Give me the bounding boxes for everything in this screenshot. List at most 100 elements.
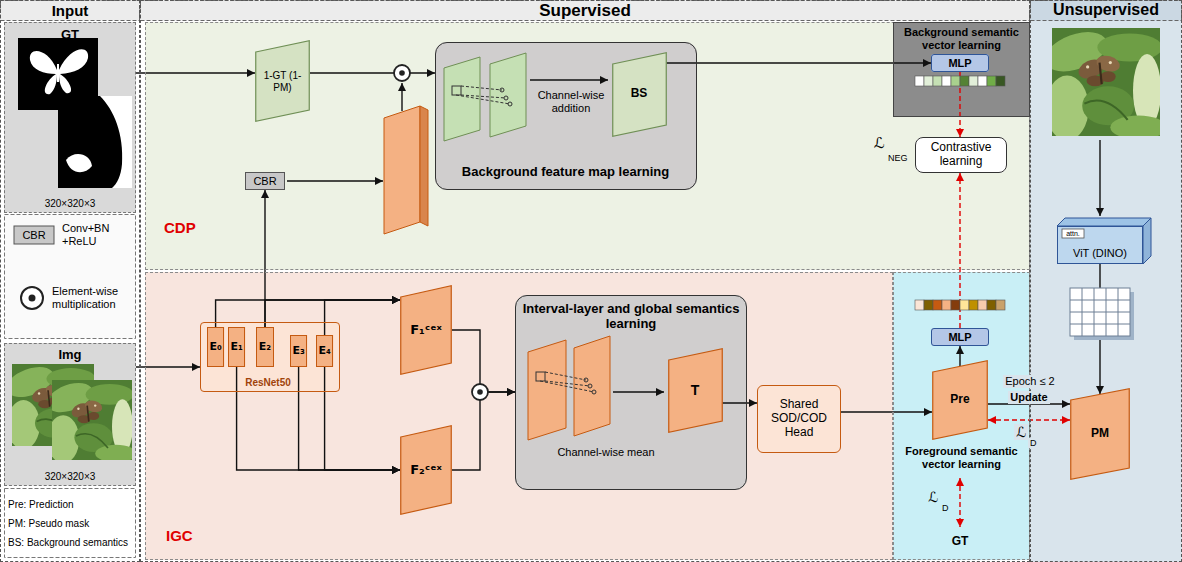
flow-arrow — [959, 346, 960, 366]
feature-map-text: PM — [1091, 427, 1109, 441]
feature-slab — [384, 106, 428, 234]
vector-panel: Foreground semantic vector learning MLP Pr… — [893, 272, 1030, 560]
loss-box: Contrastive learning — [915, 137, 1007, 173]
semantic-vector — [996, 76, 1005, 86]
box-fill — [435, 42, 697, 190]
note-text: Epoch ≤ 2 — [1003, 375, 1056, 388]
gt-mask — [59, 49, 88, 93]
multiply-symbol — [472, 384, 488, 400]
igc-region: IGCResNet50E₀E₁E₂E₃E₄F₁ᶜᵉˣF₂ᶜᵉˣInterval-… — [145, 272, 893, 560]
text-slot: Contrastive learning — [916, 138, 1006, 172]
vector-panel-text: Background semantic vector learning — [896, 26, 1027, 51]
feature-map-shape — [401, 426, 452, 515]
text-slot: 1-GT (1-PM) — [259, 70, 306, 95]
loss-symbol: ℒ — [874, 135, 885, 152]
text-slot: 320×320×3 — [5, 466, 135, 484]
mlp-box-text: MLP — [948, 331, 971, 344]
key-text: Pre: Prediction — [8, 499, 74, 511]
loss-arrow — [959, 478, 960, 527]
input-box: Img320×320×3 — [4, 343, 136, 486]
legend-frame — [5, 215, 136, 339]
flow-arrow — [452, 392, 515, 470]
feature-map-shape — [612, 52, 666, 136]
input-panel: InputGT320×320×3Img320×320×3 — [0, 0, 140, 562]
stacked-feature-maps — [444, 57, 480, 141]
gt-mask — [58, 96, 132, 188]
input-panel-text: Input — [52, 2, 89, 19]
feature-map-shape — [668, 348, 722, 432]
stacked-feature-maps — [528, 336, 664, 440]
feature-map-text: BS — [631, 87, 648, 101]
text-slot: E₂ — [257, 328, 273, 366]
backbone-box-text: ResNet50 — [245, 377, 291, 389]
module-box: Interval-layer and global semantics lear… — [515, 295, 747, 490]
attention-grid — [1070, 288, 1130, 336]
vit-block — [1062, 229, 1084, 238]
arrow-line — [401, 83, 402, 111]
multiply-symbol — [399, 70, 405, 76]
box-fill — [145, 22, 1030, 270]
text-slot: ℒ — [928, 488, 944, 506]
stacked-feature-maps — [584, 378, 588, 382]
encoder-block-text: E₄ — [318, 345, 330, 358]
loss-arrow — [960, 478, 961, 527]
text-slot: Foreground semantic vector learning — [897, 445, 1026, 472]
semantic-vector — [951, 76, 960, 86]
feature-map-text: F₂ᶜᵉˣ — [410, 463, 442, 478]
module-tag: attn. — [1066, 229, 1080, 238]
box-fill — [145, 272, 893, 560]
loss-symbol: ℒ — [928, 489, 938, 505]
stacked-feature-maps — [500, 88, 504, 92]
semantic-vector — [960, 76, 969, 86]
semantic-vector — [924, 300, 933, 310]
flow-arrow — [723, 402, 758, 403]
feature-map: F₂ᶜᵉˣ — [400, 425, 452, 515]
flow-arrow — [310, 72, 435, 73]
box-fill — [200, 322, 340, 392]
box-fill — [893, 22, 1030, 117]
module-box-text: Interval-layer and global semantics lear… — [520, 302, 742, 332]
encoder-block: E₂ — [256, 327, 274, 367]
key-frame — [5, 489, 136, 558]
vit-block — [1143, 218, 1151, 264]
feature-map: Pre — [932, 360, 988, 440]
text-slot: CBR — [246, 173, 284, 189]
feature-map-shape — [933, 361, 988, 440]
header-strip — [1, 1, 140, 21]
cdp-region-text: CDP — [164, 219, 196, 236]
text-slot: Epoch ≤ 2 — [994, 371, 1066, 389]
stacked-feature-maps — [540, 372, 594, 392]
mlp-box: MLP — [931, 54, 989, 72]
gt-mask — [57, 64, 59, 82]
stacked-feature-maps — [588, 384, 592, 388]
stacked-feature-maps — [456, 86, 510, 104]
text-slot: Conv+BN +ReLU — [62, 222, 136, 249]
text-slot: NEG — [888, 147, 914, 165]
stacked-feature-maps — [613, 391, 664, 392]
text-slot: GT — [940, 531, 980, 549]
feature-map-text: 1-GT (1-PM) — [259, 70, 306, 93]
feature-map: F₁ᶜᵉˣ — [400, 285, 452, 375]
target-text: GT — [952, 535, 969, 549]
stacked-feature-maps — [574, 336, 610, 436]
semantic-vector — [942, 76, 951, 86]
text-slot: Input — [1, 2, 139, 20]
header-strip — [1, 1, 1182, 21]
flow-arrow — [299, 367, 400, 470]
text-slot: Background feature map learning — [436, 162, 695, 180]
stacked-feature-maps — [452, 86, 461, 95]
text-slot: F₂ᶜᵉˣ — [400, 425, 452, 515]
loss-connector — [988, 419, 1070, 420]
key-text: PM: Pseudo mask — [8, 518, 89, 530]
semantic-vector — [960, 300, 969, 310]
flow-arrow — [325, 367, 400, 470]
multiply-symbol — [477, 389, 483, 395]
feature-map-shape — [256, 41, 310, 122]
header-strip — [1031, 1, 1182, 21]
encoder-block-text: E₂ — [259, 341, 271, 354]
head-box: Shared SOD/COD Head — [757, 385, 841, 453]
flow-arrow — [667, 62, 932, 63]
encoder-block: E₄ — [316, 335, 333, 367]
flow-arrow — [452, 330, 515, 392]
